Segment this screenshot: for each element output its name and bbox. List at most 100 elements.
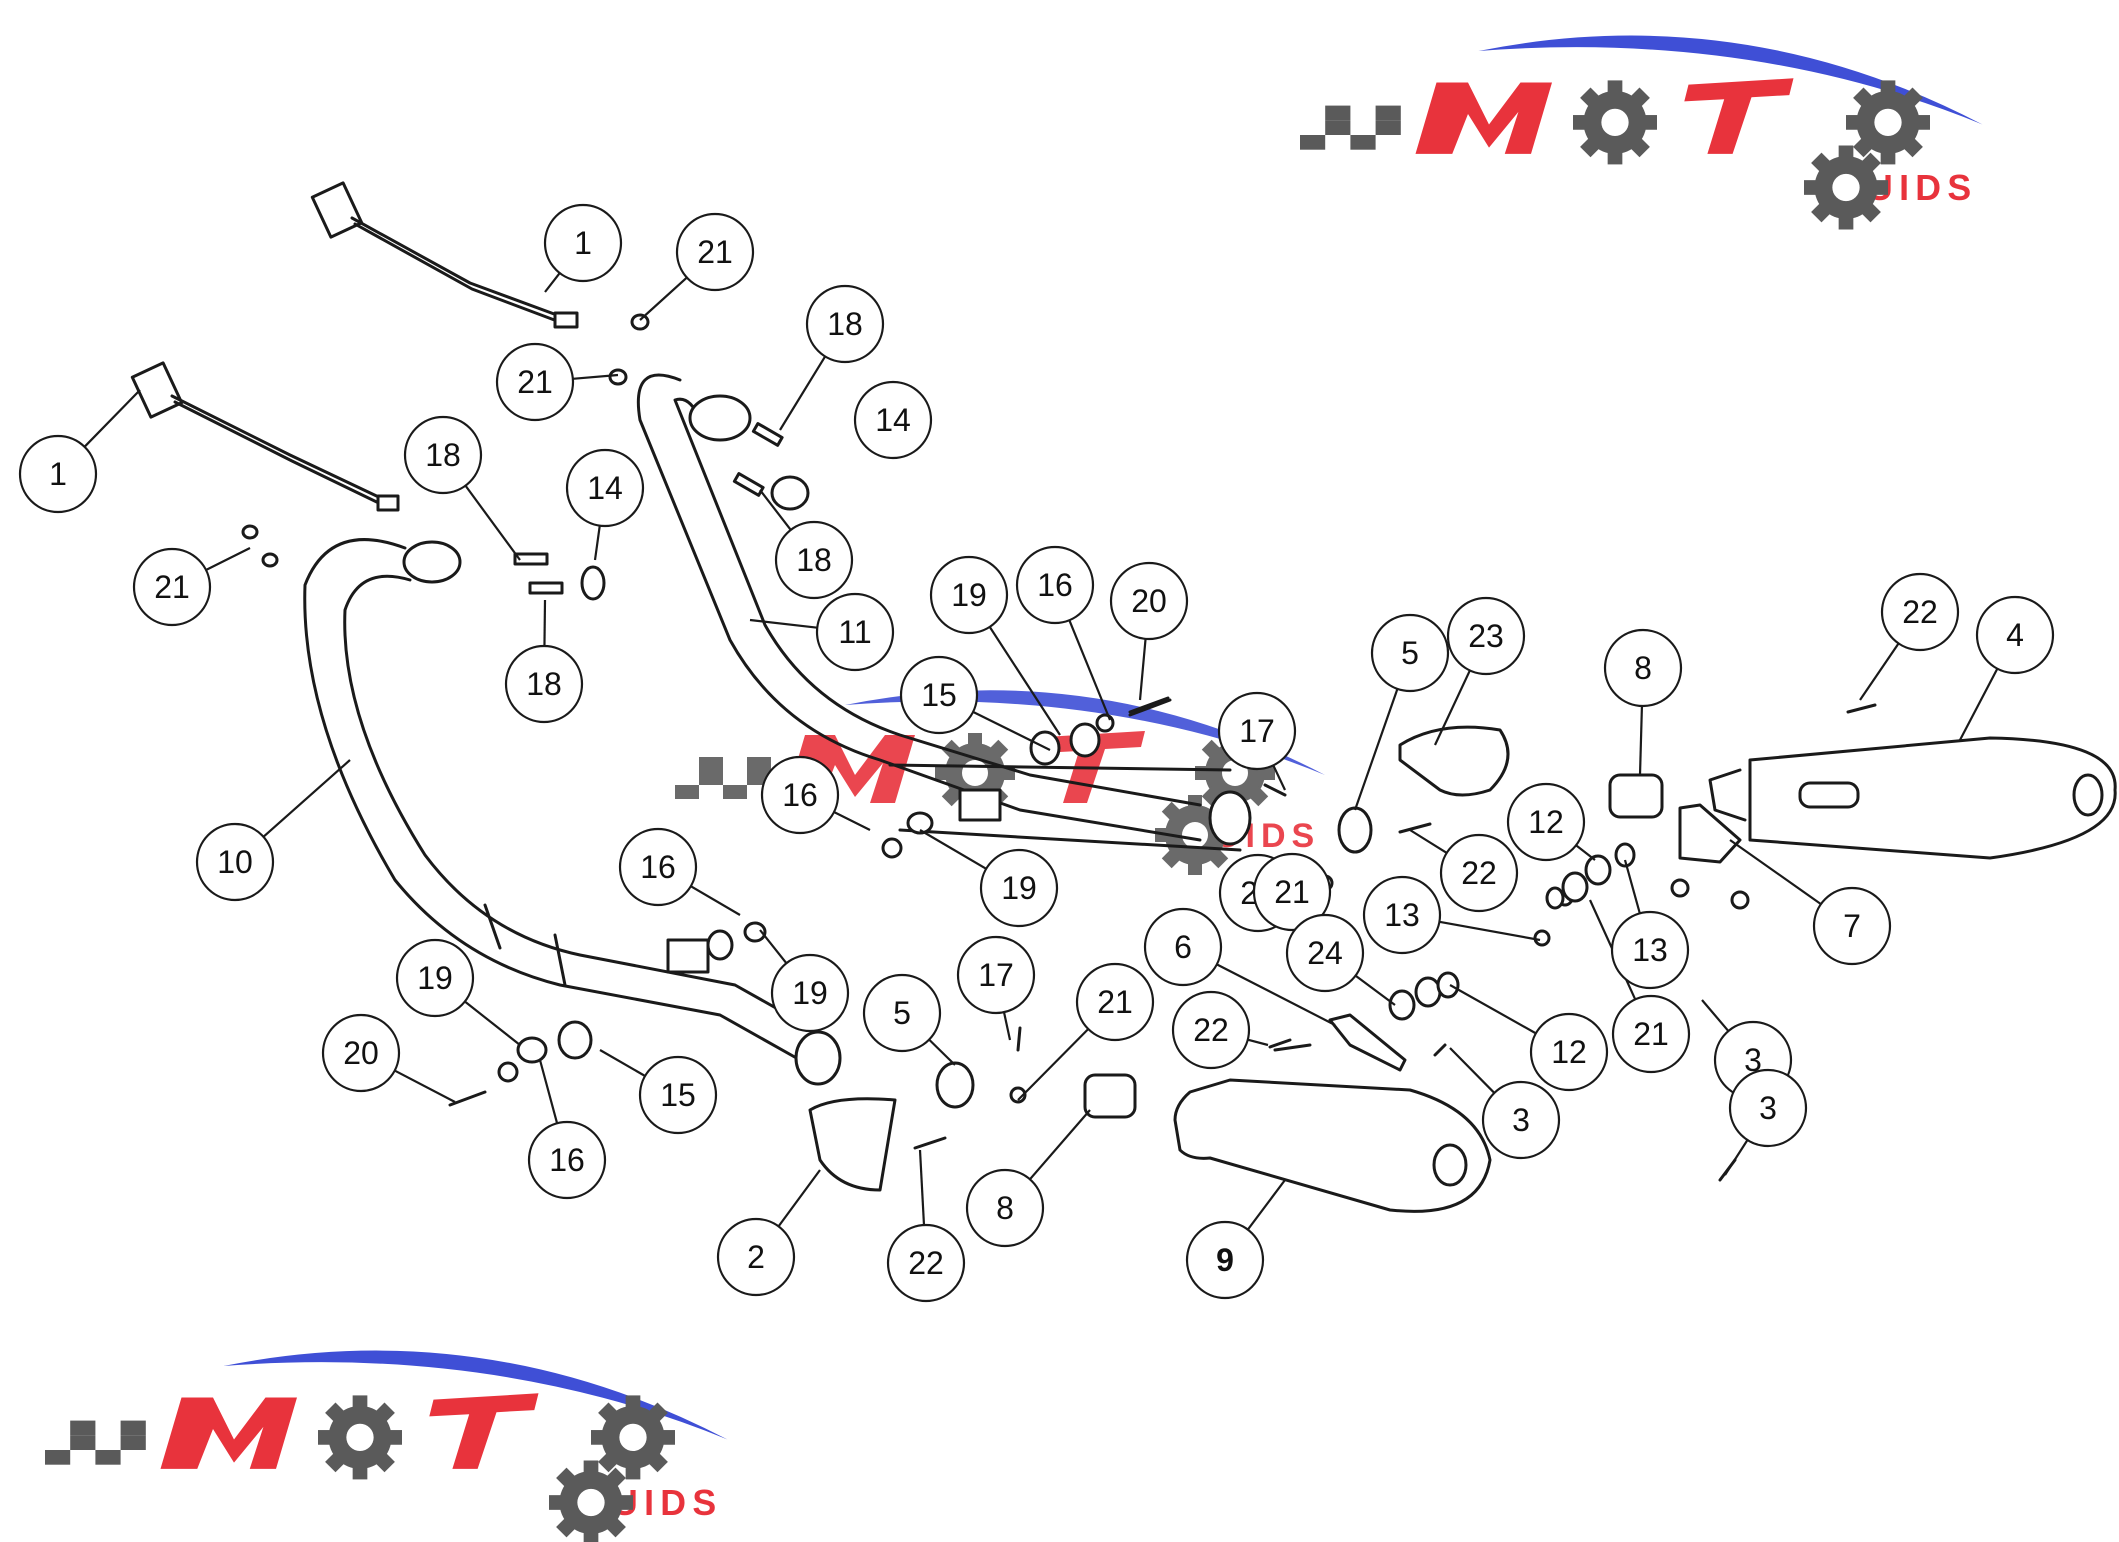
callout-circle (565, 448, 645, 528)
callout-label: 19 (1001, 870, 1037, 906)
callout-6: 6 (1143, 907, 1223, 987)
callout-circle (774, 520, 854, 600)
callout-label: 22 (1902, 594, 1938, 630)
callout-label: 21 (517, 364, 553, 400)
leader-line-21 (205, 547, 251, 571)
callout-21: 21 (1252, 852, 1332, 932)
callout-19: 19 (929, 555, 1009, 635)
leader-line-17 (1272, 764, 1286, 791)
callout-15: 15 (638, 1055, 718, 1135)
callout-11: 11 (815, 592, 895, 672)
leader-line-16 (1068, 619, 1112, 721)
callout-circle (1439, 833, 1519, 913)
leader-line-16 (690, 885, 741, 916)
callout-label: 18 (526, 666, 562, 702)
callout-15: 15 (899, 655, 979, 735)
callout-label: 18 (796, 542, 832, 578)
callout-circle (899, 655, 979, 735)
callout-8: 8 (965, 1168, 1045, 1248)
callout-circle (1252, 852, 1332, 932)
callout-20: 20 (321, 1013, 401, 1093)
leader-line-13 (1623, 859, 1641, 914)
leader-line-4 (1959, 668, 1999, 741)
callout-circle (195, 822, 275, 902)
callout-13: 13 (1610, 910, 1690, 990)
callout-13: 13 (1362, 875, 1442, 955)
header-pipe-10 (303, 538, 842, 1086)
callout-14: 14 (853, 380, 933, 460)
leader-line-10 (262, 759, 351, 838)
callout-label: 16 (640, 849, 676, 885)
o2-sensor-upper (310, 181, 579, 329)
callout-20: 20 (1109, 561, 1189, 641)
callout-12: 12 (1506, 782, 1586, 862)
leader-line-15 (599, 1049, 646, 1077)
callout-circle (929, 555, 1009, 635)
callout-22: 22 (1171, 990, 1251, 1070)
bracket-6 (1328, 1013, 1407, 1072)
leader-line-21 (1017, 1028, 1090, 1101)
callout-circle (1812, 886, 1892, 966)
clamp-5-left (935, 1061, 975, 1109)
callout-16: 16 (618, 827, 698, 907)
leader-line-11 (749, 618, 818, 629)
callout-22: 22 (1439, 833, 1519, 913)
leader-line-3 (1724, 1139, 1749, 1176)
sleeve-8-right (1608, 773, 1664, 819)
callout-22: 22 (1880, 572, 1960, 652)
leader-line-7 (1729, 839, 1822, 906)
muffler-4 (1708, 736, 2117, 860)
callout-circle (527, 1120, 607, 1200)
callout-circle (1529, 1012, 1609, 1092)
leader-line-23 (1434, 669, 1471, 746)
callout-label: 19 (951, 577, 987, 613)
callout-label: 10 (217, 844, 253, 880)
leader-line-21 (572, 373, 619, 380)
callout-label: 21 (1097, 984, 1133, 1020)
callout-circle (504, 644, 584, 724)
leader-line-20 (394, 1069, 456, 1103)
callout-3: 3 (1481, 1080, 1561, 1160)
callout-4: 4 (1975, 595, 2055, 675)
callout-label: 14 (875, 402, 911, 438)
callout-circle (395, 938, 475, 1018)
callout-circle (18, 434, 98, 514)
callout-circle (853, 380, 933, 460)
callout-label: 5 (1401, 635, 1419, 671)
leader-line-13 (1439, 920, 1541, 942)
callout-14: 14 (565, 448, 645, 528)
callout-circle (716, 1217, 796, 1297)
callout-18: 18 (403, 415, 483, 495)
callout-circle (1610, 910, 1690, 990)
callout-circle (1603, 628, 1683, 708)
callout-circle (1109, 561, 1189, 641)
callout-circle (1506, 782, 1586, 862)
leader-line-5 (1353, 688, 1399, 811)
callout-circle (618, 827, 698, 907)
callout-21: 21 (1075, 962, 1155, 1042)
callout-22: 22 (886, 1223, 966, 1303)
leader-line-16 (538, 1059, 559, 1124)
callout-label: 21 (1274, 874, 1310, 910)
callout-circle (956, 935, 1036, 1015)
callout-label: 21 (697, 234, 733, 270)
leader-line-22 (1409, 829, 1448, 854)
callout-label: 1 (49, 456, 67, 492)
callout-circle (321, 1013, 401, 1093)
callout-circle (1217, 691, 1297, 771)
leader-line-18 (779, 355, 827, 431)
callout-label: 16 (782, 777, 818, 813)
leader-line-22 (1859, 642, 1900, 701)
sleeve-8-left (1083, 1073, 1137, 1119)
callout-16: 16 (1015, 545, 1095, 625)
callout-3: 3 (1728, 1068, 1808, 1148)
callout-label: 3 (1512, 1102, 1530, 1138)
leader-line-19 (988, 626, 1061, 736)
callout-label: 22 (1461, 855, 1497, 891)
callout-label: 20 (1131, 583, 1167, 619)
callout-circle (1143, 907, 1223, 987)
callout-label: 12 (1528, 804, 1564, 840)
callout-1: 1 (18, 434, 98, 514)
